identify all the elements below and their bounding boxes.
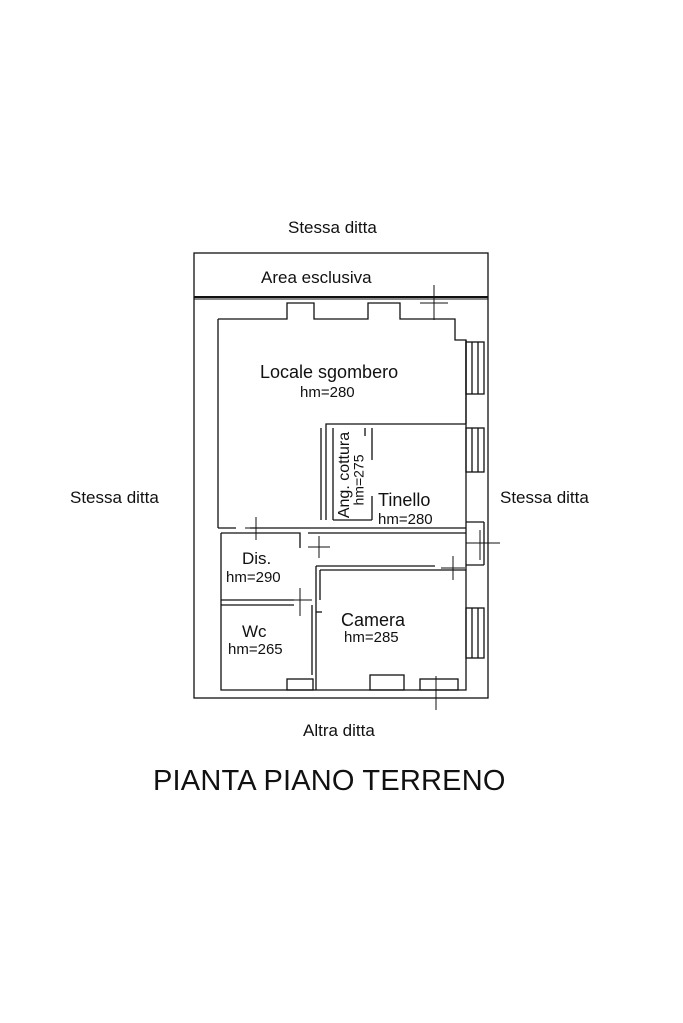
room-dis-name: Dis. bbox=[242, 549, 272, 568]
window-bottom-1 bbox=[286, 678, 314, 691]
kitchen-counter bbox=[332, 428, 373, 521]
window-right-3 bbox=[465, 607, 485, 659]
room-tinello-name: Tinello bbox=[378, 490, 431, 510]
room-wc-height: hm=265 bbox=[228, 641, 283, 658]
room-tinello-height: hm=280 bbox=[378, 511, 433, 528]
partition-dis bbox=[221, 532, 301, 548]
label-north-neighbor: Stessa ditta bbox=[288, 218, 377, 237]
room-angolo-cottura-height: hm=275 bbox=[350, 454, 367, 506]
partition-sgombero bbox=[325, 423, 466, 520]
room-locale-sgombero-height: hm=280 bbox=[300, 384, 355, 401]
window-right-2 bbox=[465, 427, 485, 473]
window-bottom-3 bbox=[419, 678, 459, 691]
room-camera-name: Camera bbox=[341, 610, 406, 630]
window-right-1 bbox=[465, 341, 485, 395]
label-south-neighbor: Altra ditta bbox=[303, 721, 375, 740]
window-bottom-2 bbox=[369, 674, 405, 691]
lot-boundary bbox=[193, 252, 489, 699]
plan-title: PIANTA PIANO TERRENO bbox=[153, 765, 506, 797]
label-exclusive-area: Area esclusiva bbox=[261, 268, 372, 287]
building-outer-wall bbox=[218, 302, 467, 424]
room-camera-height: hm=285 bbox=[344, 629, 399, 646]
room-locale-sgombero-name: Locale sgombero bbox=[260, 362, 399, 382]
label-east-neighbor: Stessa ditta bbox=[500, 488, 589, 507]
label-west-neighbor: Stessa ditta bbox=[70, 488, 159, 507]
room-dis-height: hm=290 bbox=[226, 569, 281, 586]
room-wc-name: Wc bbox=[242, 622, 267, 641]
